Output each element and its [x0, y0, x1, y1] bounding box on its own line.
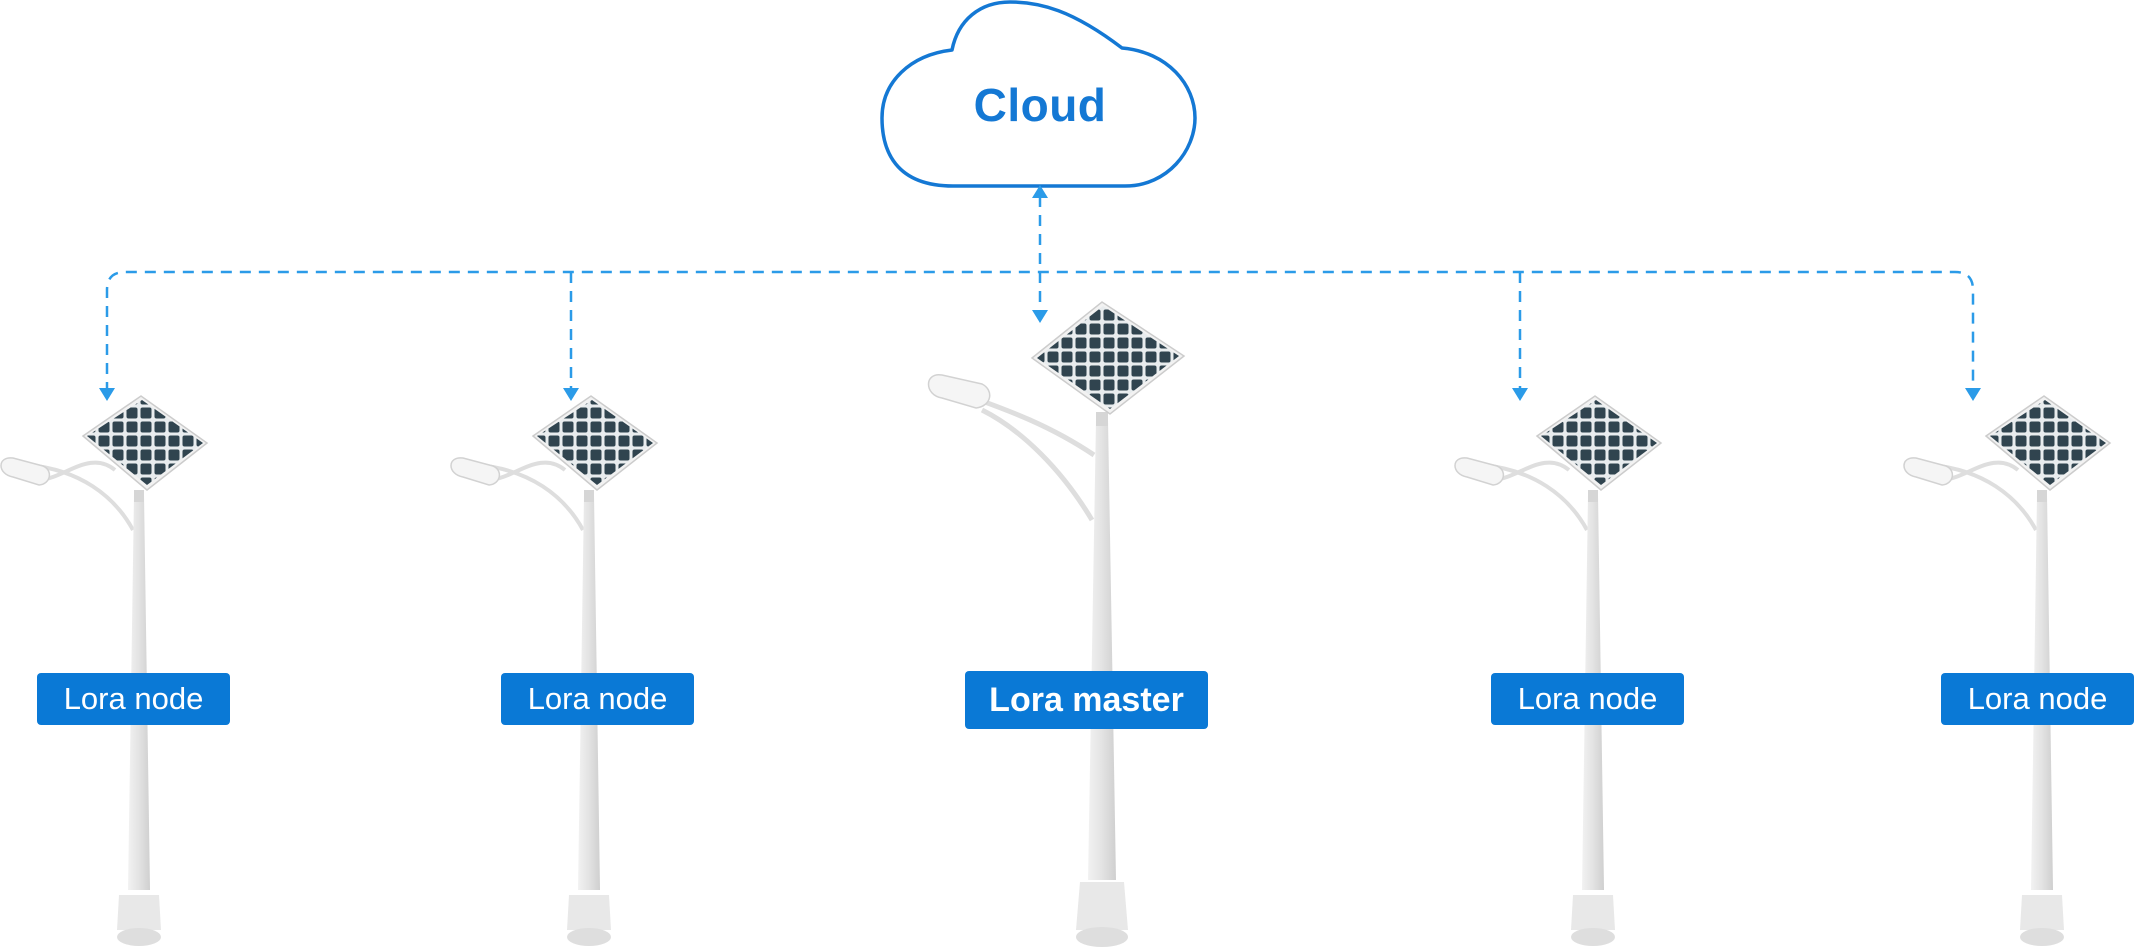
connector-arrows — [99, 185, 1981, 401]
arrow-down-node-2 — [563, 388, 579, 401]
solar-street-lamp — [1454, 395, 1663, 946]
connector-bus — [105, 270, 1975, 393]
solar-street-lamp — [450, 395, 659, 946]
connector-lines — [105, 196, 1975, 393]
arrow-down-node-4 — [1512, 388, 1528, 401]
cloud-label: Cloud — [973, 79, 1107, 131]
arrow-down-master — [1032, 310, 1048, 323]
lora-master-label: Lora master — [965, 671, 1208, 729]
lora-node-label: Lora node — [37, 673, 230, 725]
lora-node-label: Lora node — [1491, 673, 1684, 725]
solar-street-lamp — [927, 301, 1186, 947]
lora-node-label: Lora node — [501, 673, 694, 725]
cloud-shape — [880, 0, 1197, 188]
solar-street-lamp — [0, 395, 209, 946]
arrow-down-node-1 — [99, 388, 115, 401]
arrow-down-node-5 — [1965, 388, 1981, 401]
lora-node-label: Lora node — [1941, 673, 2134, 725]
solar-street-lamp — [1903, 395, 2112, 946]
arrow-up-cloud — [1032, 185, 1048, 198]
